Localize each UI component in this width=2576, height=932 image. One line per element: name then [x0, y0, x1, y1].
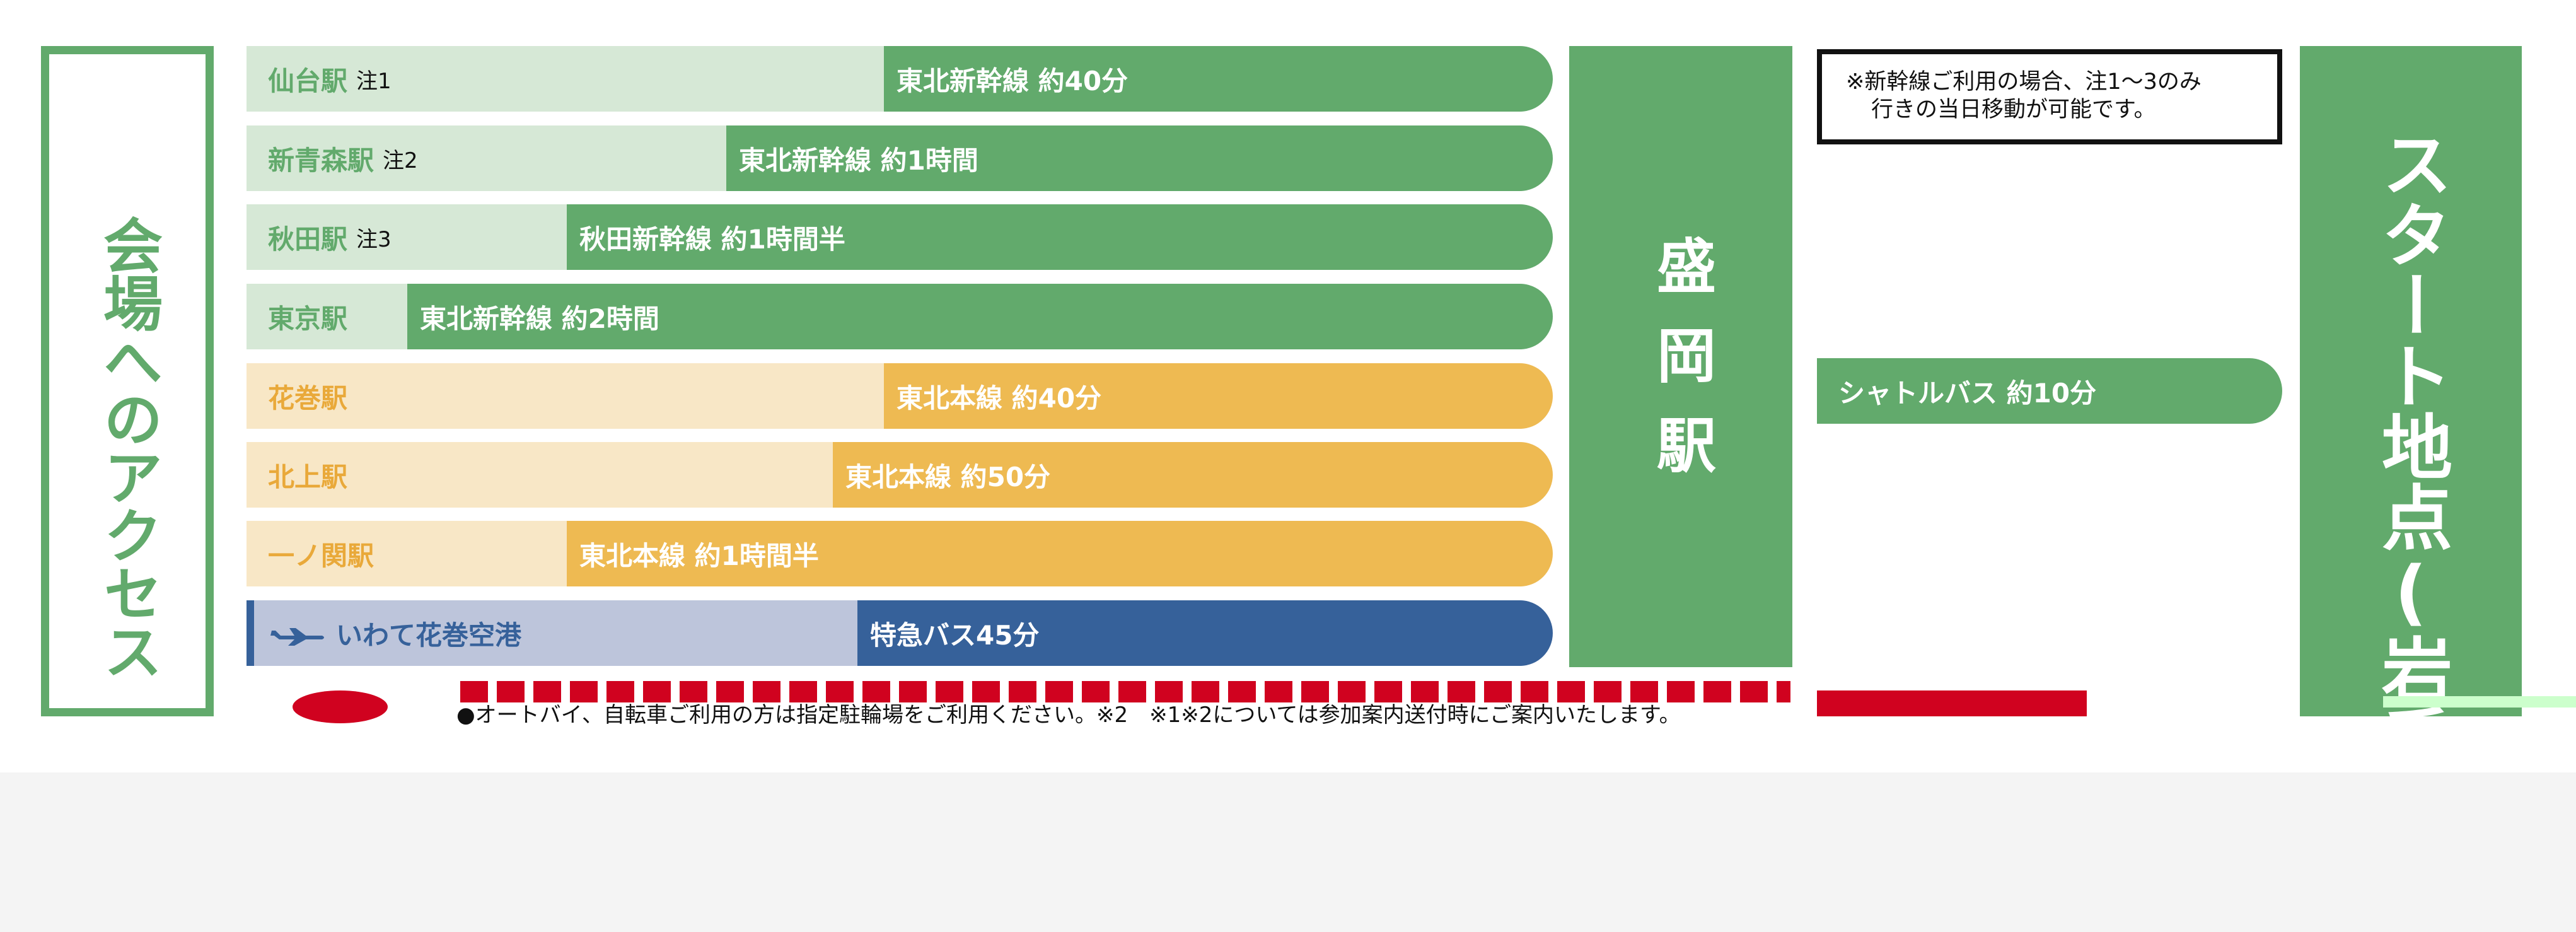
notice-line-2: 行きの当日移動が可能です。: [1871, 97, 2156, 122]
station-label: 東京駅: [247, 284, 407, 349]
airplane-icon: [270, 628, 324, 646]
decorative-line: [2383, 696, 2576, 708]
route-label: 東北新幹線 約2時間: [407, 284, 1553, 349]
route-label: 東北新幹線 約1時間: [726, 125, 1553, 191]
station-label: 花巻駅: [247, 363, 884, 429]
station-name: いわて花巻空港: [336, 619, 522, 651]
shinkansen-notice: ※新幹線ご利用の場合、注1～3のみ 行きの当日移動が可能です。: [1817, 49, 2282, 144]
route-row-akita: 秋田駅注3 秋田新幹線 約1時間半: [247, 204, 1553, 270]
station-label: 仙台駅注1: [247, 46, 884, 112]
route-row-ichinoseki: 一ノ関駅 東北本線 約1時間半: [247, 521, 1553, 586]
station-note: 注2: [383, 148, 418, 173]
access-title: 会場へのアクセス: [93, 215, 162, 679]
route-label: 特急バス45分: [857, 600, 1553, 666]
station-name: 花巻駅: [268, 382, 348, 414]
route-row-tokyo: 東京駅 東北新幹線 約2時間: [247, 284, 1553, 349]
destination-name: スタート地点(岩手大: [2370, 128, 2452, 716]
red-ellipse-decoration: [293, 690, 388, 723]
station-name: 秋田駅: [268, 223, 348, 255]
station-note: 注3: [356, 226, 392, 252]
red-heading-strip: [460, 681, 1790, 702]
station-label: 北上駅: [247, 442, 833, 508]
notice-line-1: ※新幹線ご利用の場合、注1～3のみ: [1846, 69, 2202, 95]
parking-footnote: ●オートバイ、自転車ご利用の方は指定駐輪場をご利用ください。※2 ※1※2につい…: [456, 702, 1681, 728]
route-row-sendai: 仙台駅注1 東北新幹線 約40分: [247, 46, 1553, 112]
access-title-box: 会場へのアクセス: [41, 46, 214, 716]
route-label: 秋田新幹線 約1時間半: [567, 204, 1553, 270]
station-label: 一ノ関駅: [247, 521, 567, 586]
hub-station-box: 盛岡駅: [1569, 46, 1792, 667]
station-name: 東京駅: [268, 303, 348, 334]
station-label: 秋田駅注3: [247, 204, 567, 270]
route-row-shin-aomori: 新青森駅注2 東北新幹線 約1時間: [247, 125, 1553, 191]
station-name: 北上駅: [268, 461, 348, 492]
route-label: 東北本線 約50分: [833, 442, 1553, 508]
station-name: 新青森駅: [268, 144, 374, 176]
route-row-airport: いわて花巻空港 特急バス45分: [247, 600, 1553, 666]
route-label: 東北本線 約40分: [884, 363, 1553, 429]
page-background-bottom: [0, 772, 2576, 932]
station-name: 一ノ関駅: [268, 540, 374, 571]
route-row-kitakami: 北上駅 東北本線 約50分: [247, 442, 1553, 508]
route-row-hanamaki: 花巻駅 東北本線 約40分: [247, 363, 1553, 429]
shuttle-bus-bar: シャトルバス 約10分: [1817, 358, 2282, 424]
station-label: 新青森駅注2: [247, 125, 726, 191]
red-block-decoration: [1817, 690, 2087, 716]
destination-box: スタート地点(岩手大: [2300, 46, 2522, 716]
station-name: 仙台駅: [268, 65, 348, 96]
station-label: いわて花巻空港: [247, 600, 857, 666]
route-label: 東北本線 約1時間半: [567, 521, 1553, 586]
hub-station-name: 盛岡駅: [1647, 235, 1715, 504]
station-note: 注1: [356, 68, 392, 94]
route-label: 東北新幹線 約40分: [884, 46, 1553, 112]
